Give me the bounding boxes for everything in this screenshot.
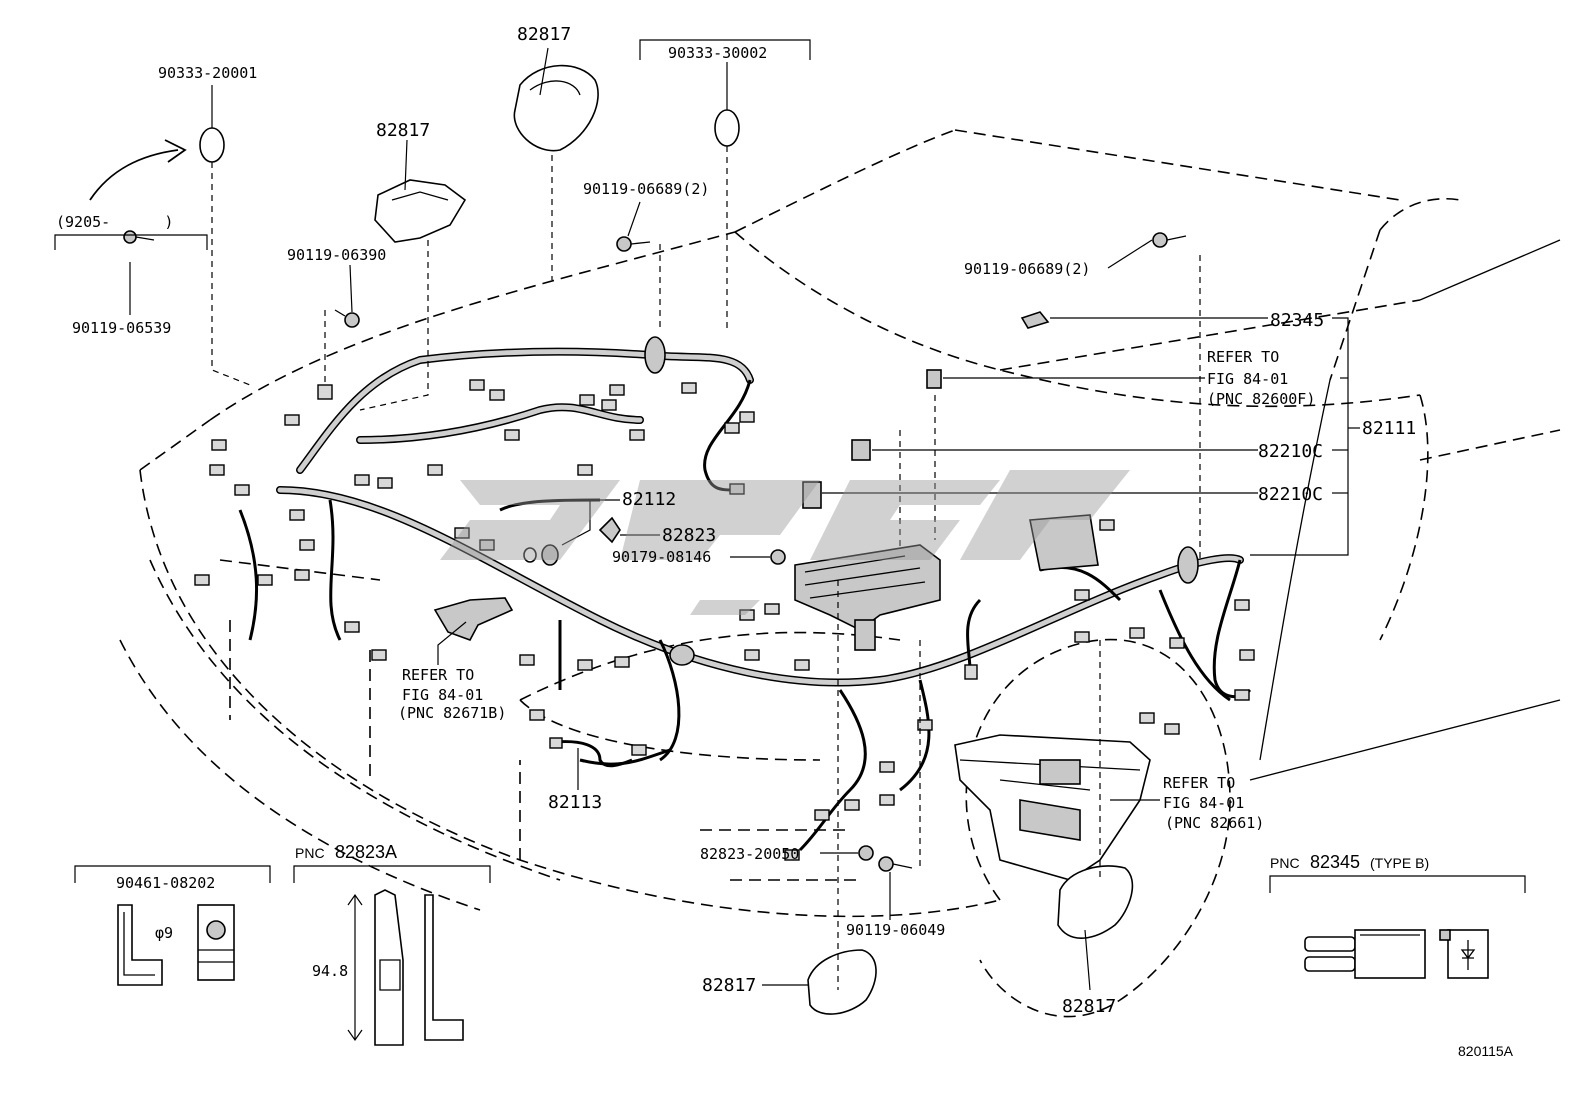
label-82210c-upper: 82210C <box>1258 441 1323 462</box>
label-9205-date-range: (9205- ) <box>56 213 173 231</box>
label-90333-30002: 90333-30002 <box>668 44 767 62</box>
label-82817-bottom: 82817 <box>702 975 756 996</box>
inset-82345-type-b <box>1304 929 1489 979</box>
label-refer-82600f-line3: (PNC 82600F) <box>1207 390 1315 408</box>
label-82823: 82823 <box>662 525 716 546</box>
label-pnc-82345-prefix: PNC <box>1270 855 1300 871</box>
label-refer-82671b-line1: REFER TO <box>402 666 474 684</box>
label-refer-82661-line1: REFER TO <box>1163 774 1235 792</box>
watermark-logo <box>440 470 1130 615</box>
main-wiring-harness <box>238 336 1252 852</box>
bolt-90119-06049-icon <box>878 856 913 872</box>
label-refer-82671b-line3: (PNC 82671B) <box>398 704 506 722</box>
assembly-lines <box>211 146 1201 990</box>
label-refer-82671b-line2: FIG 84-01 <box>402 686 483 704</box>
bolt-90119-06689-left-icon <box>616 236 651 252</box>
car-body-outline <box>119 129 1561 1018</box>
label-pnc-82345: 82345 <box>1310 852 1360 872</box>
label-82817-top: 82817 <box>517 24 571 45</box>
label-82817-mid: 82817 <box>376 120 430 141</box>
part-labels: 90333-20001 (9205- ) 90119-06539 82817 8… <box>56 24 1514 1059</box>
label-refer-82600f-line2: FIG 84-01 <box>1207 370 1288 388</box>
plug-90333-30002 <box>714 109 740 147</box>
relay-module <box>1029 514 1099 571</box>
inset-82823a <box>347 889 464 1046</box>
label-82112: 82112 <box>622 489 676 510</box>
bolt-90119-06390-icon <box>334 309 360 328</box>
figure-code: 820115A <box>1458 1043 1514 1059</box>
label-82113: 82113 <box>548 792 602 813</box>
protector-82817-top <box>513 64 599 152</box>
label-90333-20001: 90333-20001 <box>158 64 257 82</box>
junction-block <box>794 544 941 631</box>
clamp-82823 <box>598 516 621 544</box>
label-90119-06539: 90119-06539 <box>72 319 171 337</box>
protector-82817-right <box>1057 865 1134 939</box>
label-pnc-82823a-prefix: PNC <box>295 845 325 861</box>
label-phi9: φ9 <box>155 924 173 942</box>
fuse-relay-block <box>926 369 942 389</box>
label-dim-94-8: 94.8 <box>312 962 348 980</box>
relay-82210c-lower <box>802 481 822 509</box>
label-90119-06390: 90119-06390 <box>287 246 386 264</box>
nut-90179-08146-icon <box>770 549 786 565</box>
label-90119-06689-right: 90119-06689(2) <box>964 260 1090 278</box>
protector-82817-bottom <box>807 949 877 1015</box>
label-pnc-82345-type: (TYPE B) <box>1370 855 1429 871</box>
label-90179-08146: 90179-08146 <box>612 548 711 566</box>
label-82111: 82111 <box>1362 418 1416 439</box>
inset-90461-08202 <box>117 904 235 986</box>
bolt-90119-06689-right-icon <box>1152 232 1187 248</box>
harness-connectors <box>194 379 1255 861</box>
label-82823-20050: 82823-20050 <box>700 845 799 863</box>
nut-82823-20050-icon <box>858 845 874 861</box>
relay-82210c-upper <box>851 439 871 461</box>
label-refer-82661-line3: (PNC 82661) <box>1165 814 1264 832</box>
label-pnc-82823a: 82823A <box>335 842 397 862</box>
plug-90333-20001 <box>199 127 225 163</box>
bolt-90119-06539-icon <box>123 230 155 244</box>
bracket-82671b <box>433 597 514 641</box>
label-refer-82600f-line1: REFER TO <box>1207 348 1279 366</box>
label-82210c-lower: 82210C <box>1258 484 1323 505</box>
label-90119-06689-left: 90119-06689(2) <box>583 180 709 198</box>
label-82817-right: 82817 <box>1062 996 1116 1017</box>
protector-82817-mid <box>374 179 467 243</box>
label-90119-06049: 90119-06049 <box>846 921 945 939</box>
label-82345: 82345 <box>1270 310 1324 331</box>
part-82345 <box>1020 311 1050 329</box>
label-90461-08202: 90461-08202 <box>116 874 215 892</box>
label-refer-82661-line2: FIG 84-01 <box>1163 794 1244 812</box>
label-leaders <box>54 39 1526 991</box>
